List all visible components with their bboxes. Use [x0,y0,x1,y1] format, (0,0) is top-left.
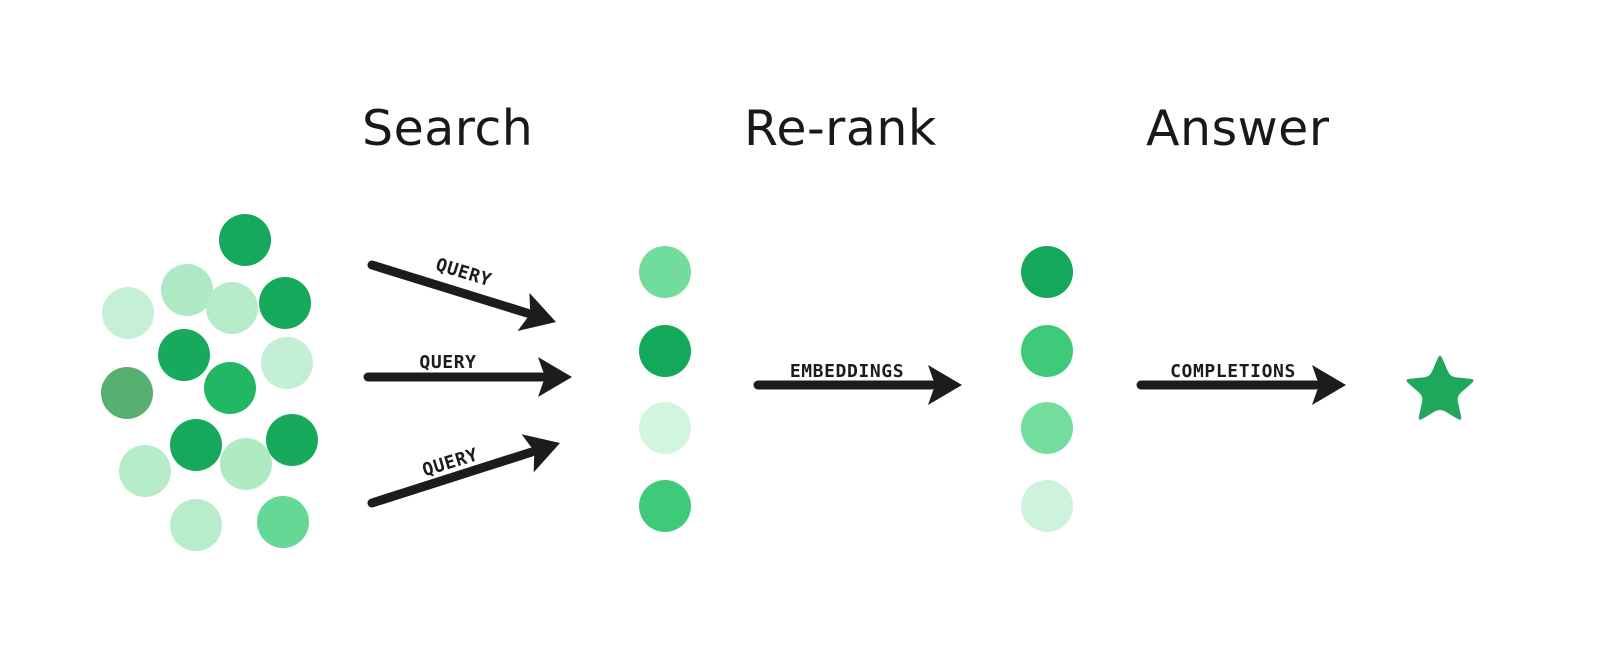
corpus-dot [261,337,313,389]
query-top-shaft [367,260,532,318]
corpus-dot [257,496,309,548]
completions-arrow-group: COMPLETIONS [1136,361,1346,405]
query-bottom-head [521,434,560,473]
corpus-dot [102,287,154,339]
corpus-dot [219,214,271,266]
document-corpus-cluster [101,214,318,551]
reranked-dot [1021,246,1073,298]
answer-star-group [1406,355,1474,420]
corpus-dot [204,362,256,414]
reranked-dot [1021,480,1073,532]
corpus-dot [170,499,222,551]
heading-answer: Answer [1146,100,1330,157]
corpus-dot [220,438,272,490]
heading-search: Search [362,100,533,157]
corpus-dot [101,367,153,419]
reranked-dot [1021,325,1073,377]
corpus-dot [161,264,213,316]
reranked-results-column [1021,246,1073,532]
retrieved-results-column [639,246,691,532]
heading-rerank: Re-rank [744,100,937,157]
query-bottom-shaft [367,447,536,508]
query-top-head [517,292,556,332]
corpus-dot [266,414,318,466]
embeddings-arrow-head [928,365,962,405]
retrieved-dot [639,402,691,454]
retrieved-dot [639,480,691,532]
answer-star-icon [1406,355,1474,420]
corpus-dot [170,419,222,471]
retrieved-dot [639,246,691,298]
stage-headings: Search Re-rank Answer [362,100,1330,157]
embeddings-arrow-group: EMBEDDINGS [753,361,962,405]
query-middle-head [538,357,572,397]
corpus-dot [206,282,258,334]
completions-arrow-label: COMPLETIONS [1170,361,1296,382]
query-middle-label: QUERY [419,352,476,373]
corpus-dot [158,329,210,381]
corpus-dot [119,445,171,497]
corpus-dot [259,277,311,329]
embeddings-arrow-label: EMBEDDINGS [790,361,904,382]
reranked-dot [1021,402,1073,454]
completions-arrow-head [1312,365,1346,405]
retrieved-dot [639,325,691,377]
